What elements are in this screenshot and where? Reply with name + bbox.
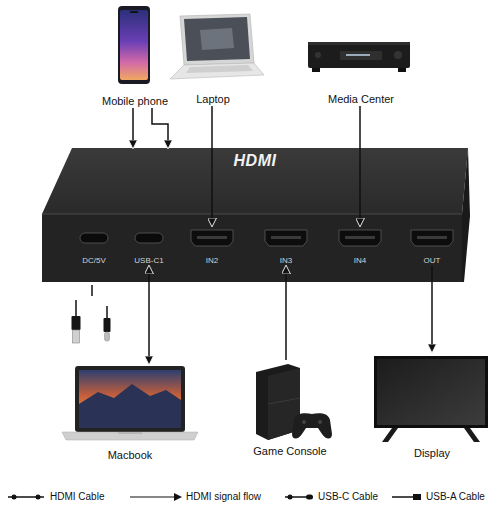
logo-text: HDMI xyxy=(234,152,277,170)
cable-connector xyxy=(285,266,287,360)
device-label: Game Console xyxy=(253,445,326,458)
cable-connector xyxy=(431,266,433,352)
cable-connector xyxy=(359,106,361,226)
media-center-drawing xyxy=(308,42,410,72)
laptop-drawing xyxy=(170,14,264,79)
phone-drawing xyxy=(118,6,150,84)
device-label: Macbook xyxy=(108,449,153,462)
display-drawing xyxy=(374,356,488,442)
cable-connector xyxy=(132,108,134,148)
legend-label: USB-A Cable xyxy=(426,491,485,503)
media-center-device: Media Center xyxy=(305,22,417,106)
usb-power-cables xyxy=(72,285,111,343)
legend-label: HDMI signal flow xyxy=(186,491,261,503)
device-label: Media Center xyxy=(328,93,394,106)
cable-connector xyxy=(152,108,168,148)
port-label: OUT xyxy=(424,256,441,266)
game-console-drawing xyxy=(256,364,332,440)
hdmi-port: OUT xyxy=(406,226,458,266)
usb-c-port: USB-C1 xyxy=(128,226,170,266)
hdmi-port: IN2 xyxy=(186,226,238,266)
port-label: IN4 xyxy=(354,256,366,266)
device-label: Mobile phone xyxy=(102,95,168,108)
port-label: DC/5V xyxy=(82,256,106,266)
legend-label: HDMI Cable xyxy=(50,491,104,503)
display-device: Display xyxy=(372,352,492,460)
hdmi-switch: HDMI DC/5V USB-C1 IN2 IN3 IN4 OUT xyxy=(42,148,468,284)
phone-device: Mobile phone xyxy=(95,4,175,108)
port-label: IN3 xyxy=(280,256,292,266)
macbook-drawing xyxy=(62,366,198,440)
game-console-device: Game Console xyxy=(248,360,332,458)
cable-connector xyxy=(148,266,150,364)
hdmi-port: IN4 xyxy=(334,226,386,266)
cable-connector xyxy=(211,106,213,226)
port-label: USB-C1 xyxy=(134,256,163,266)
laptop-device: Laptop xyxy=(165,12,261,106)
port-label: IN2 xyxy=(206,256,218,266)
device-label: Display xyxy=(414,447,450,460)
legend-label: USB-C Cable xyxy=(318,491,378,503)
switch-housing xyxy=(42,148,470,282)
usb-c-port: DC/5V xyxy=(74,226,114,266)
macbook-device: Macbook xyxy=(55,364,205,462)
device-label: Laptop xyxy=(196,93,230,106)
hdmi-port: IN3 xyxy=(260,226,312,266)
